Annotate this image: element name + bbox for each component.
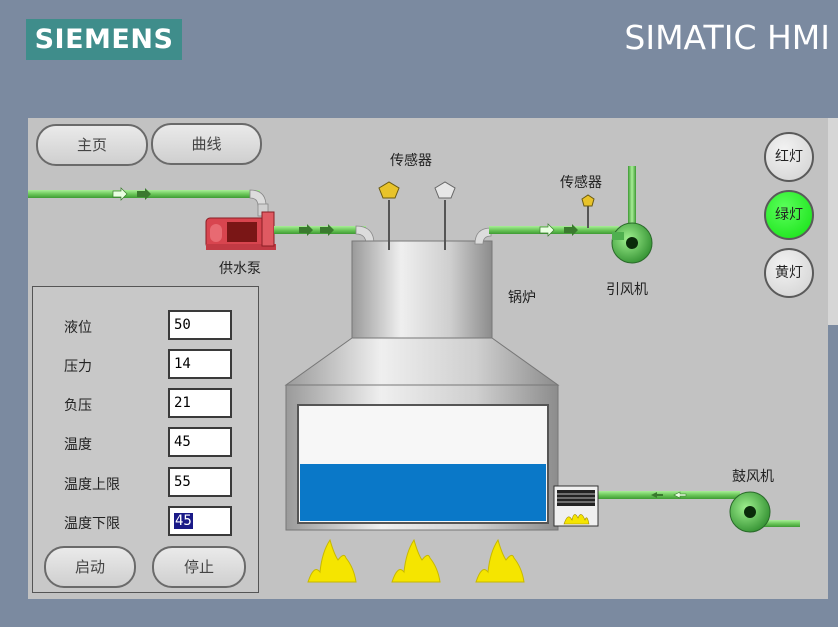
curve-button[interactable]: 曲线 (151, 123, 262, 165)
blower-pipe (598, 491, 800, 527)
induced-fan (611, 222, 653, 264)
label-boiler: 锅炉 (508, 290, 536, 306)
temperature-input[interactable]: 45 (168, 427, 232, 457)
sensor-top-right (434, 181, 456, 250)
start-button[interactable]: 启动 (44, 546, 136, 588)
label-sensor-top: 传感器 (390, 153, 432, 169)
home-button[interactable]: 主页 (36, 124, 148, 166)
product-title: SIMATIC HMI (624, 18, 830, 57)
exhaust-pipe (474, 166, 636, 245)
param-label-temp-upper: 温度上限 (64, 477, 120, 493)
flame-2 (391, 538, 441, 583)
temp-upper-limit-input[interactable]: 55 (168, 467, 232, 497)
flames (307, 538, 525, 583)
param-label-level: 液位 (64, 320, 92, 336)
param-label-negative-pressure: 负压 (64, 398, 92, 414)
stop-button[interactable]: 停止 (152, 546, 246, 588)
param-label-temp-lower: 温度下限 (64, 516, 120, 532)
pressure-input[interactable]: 14 (168, 349, 232, 379)
param-label-pressure: 压力 (64, 359, 92, 375)
flame-1 (307, 538, 357, 583)
label-pump: 供水泵 (219, 261, 261, 277)
negative-pressure-input[interactable]: 21 (168, 388, 232, 418)
water-level-fill (300, 464, 546, 521)
side-strip (828, 118, 838, 325)
feed-pipe (274, 224, 375, 245)
label-sensor-right: 传感器 (560, 175, 602, 191)
green-light-button[interactable]: 绿灯 (764, 190, 814, 240)
water-pump (205, 211, 276, 250)
label-blower: 鼓风机 (732, 469, 774, 485)
sensor-right (581, 194, 595, 228)
param-label-temperature: 温度 (64, 437, 92, 453)
sensor-top-left (378, 181, 400, 250)
blower-fan (729, 491, 771, 533)
burner (553, 485, 599, 527)
temp-lower-limit-input[interactable]: 45 (168, 506, 232, 536)
flame-3 (475, 538, 525, 583)
label-induced-fan: 引风机 (606, 282, 648, 298)
inlet-pipe (28, 187, 269, 217)
yellow-light-button[interactable]: 黄灯 (764, 248, 814, 298)
red-light-button[interactable]: 红灯 (764, 132, 814, 182)
selected-text: 45 (174, 513, 193, 529)
level-input[interactable]: 50 (168, 310, 232, 340)
siemens-logo: SIEMENS (26, 19, 182, 60)
